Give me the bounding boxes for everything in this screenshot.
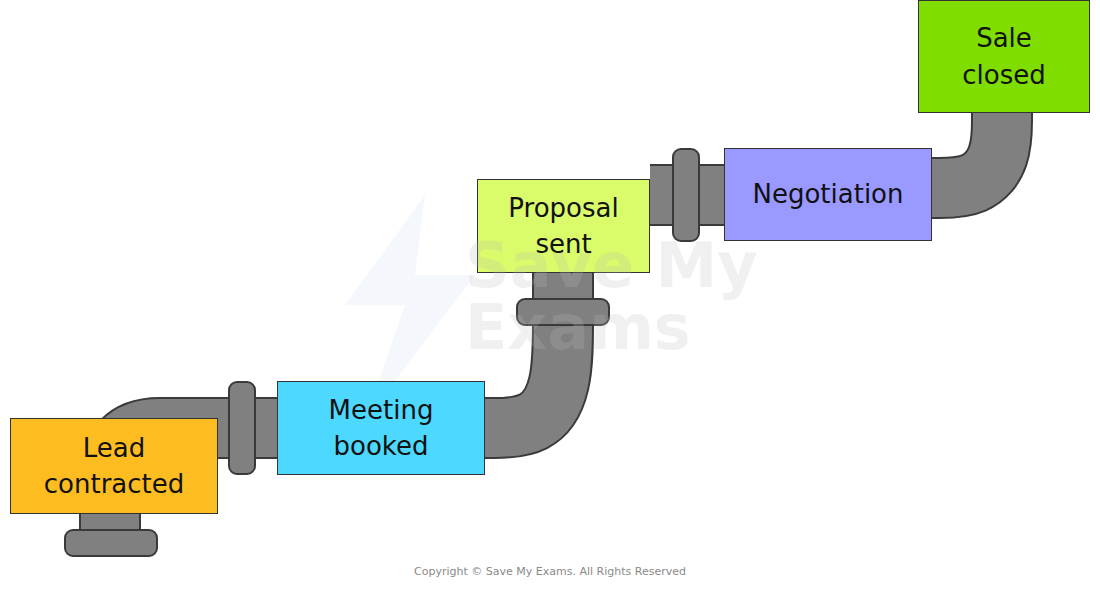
process-box: Negotiation [724, 148, 932, 241]
pipe-coupling [673, 149, 699, 241]
process-box: Meeting booked [277, 381, 485, 475]
box-label: Lead contracted [29, 430, 199, 503]
pipe-coupling [229, 382, 255, 474]
process-box: Sale closed [918, 0, 1090, 113]
copyright-note: Copyright © Save My Exams. All Rights Re… [0, 565, 1100, 578]
process-box: Lead contracted [10, 418, 218, 514]
box-label: Negotiation [752, 176, 903, 212]
pipe-outline [932, 113, 1002, 188]
pipe-end-cap [65, 530, 157, 556]
box-label: Sale closed [937, 20, 1071, 93]
watermark: Save My Exams [465, 235, 795, 359]
box-label: Meeting booked [296, 392, 466, 465]
pipe-body [932, 113, 1002, 188]
pipe-connector [932, 113, 1002, 188]
